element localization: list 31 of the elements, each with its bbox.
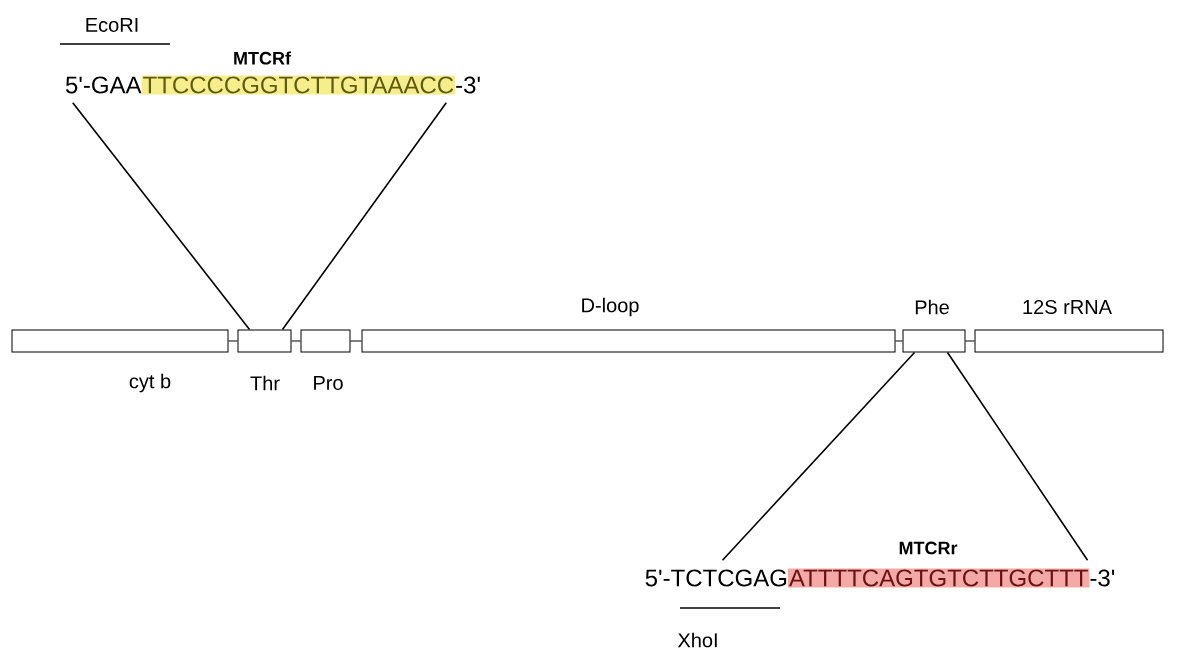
primer-label: EcoRI bbox=[86, 18, 138, 32]
expansion-line bbox=[281, 101, 448, 331]
node-label: -3' bbox=[456, 76, 480, 94]
node-label: Phe bbox=[915, 299, 949, 315]
connector-line bbox=[350, 340, 362, 342]
node-label: Pro bbox=[314, 376, 343, 390]
connector-line bbox=[228, 340, 238, 342]
node-label: 5'-TCTCGAG bbox=[645, 569, 787, 587]
node-label: 5'-GAA bbox=[65, 76, 142, 94]
expansion-line bbox=[946, 351, 1089, 562]
expansion-line bbox=[721, 351, 916, 562]
primer-label: MTCRr bbox=[899, 541, 958, 555]
gene-box: Phe bbox=[902, 299, 966, 353]
expansion-line bbox=[71, 101, 251, 331]
primer-label: MTCRf bbox=[234, 51, 292, 65]
primer-sequence: 5'-GAATTCCCCGGTCTTGTAAACC-3' bbox=[65, 75, 480, 95]
connector-line bbox=[291, 340, 301, 342]
primer-label: XhoI bbox=[677, 632, 717, 648]
gene-box: 12S rRNA bbox=[974, 299, 1164, 353]
gene-box: Pro bbox=[300, 329, 351, 390]
node-label: 12S rRNA bbox=[1023, 299, 1112, 315]
gene-box: cyt b bbox=[11, 329, 229, 393]
connector-line bbox=[965, 340, 975, 342]
node-label: -3' bbox=[1090, 569, 1115, 587]
gene-box: Thr bbox=[237, 329, 292, 391]
connector-line bbox=[895, 340, 903, 342]
primer-sequence: 5'-TCTCGAGATTTTCAGTGTCTTGCTTT-3' bbox=[645, 568, 1115, 588]
node-label: cyt b bbox=[129, 373, 171, 393]
node-label: Thr bbox=[250, 375, 280, 391]
node-label: D-loop bbox=[582, 297, 639, 317]
gene-box: D-loop bbox=[361, 297, 896, 353]
